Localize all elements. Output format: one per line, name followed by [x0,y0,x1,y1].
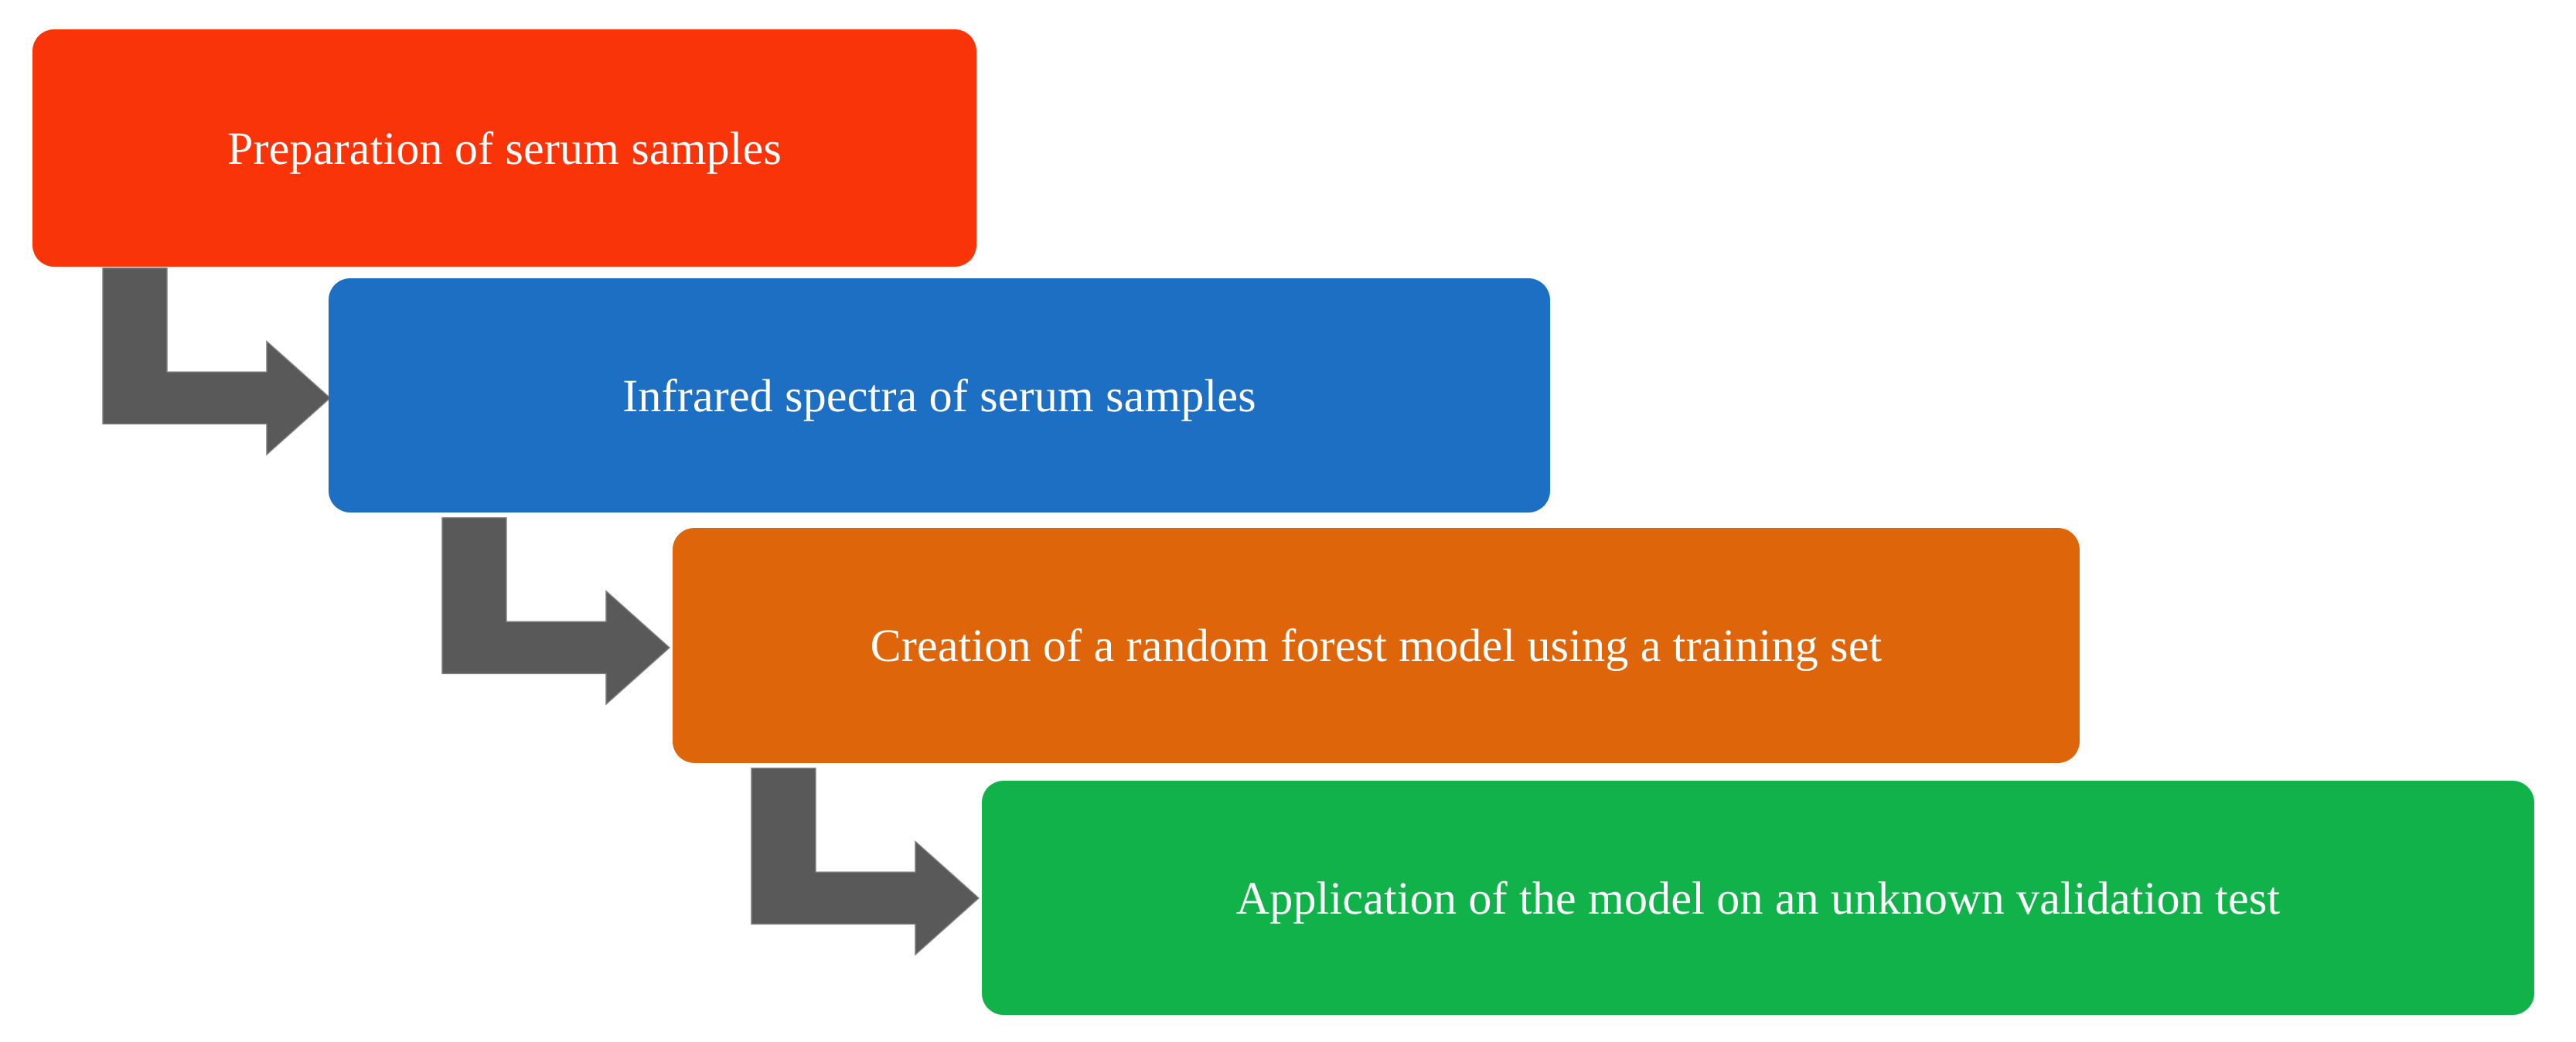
step-label-random-forest-model: Creation of a random forest model using … [870,620,1883,671]
step-label-infrared-spectra: Infrared spectra of serum samples [622,369,1256,421]
step-box-preparation[interactable]: Preparation of serum samples [32,29,976,267]
step-box-random-forest-model[interactable]: Creation of a random forest model using … [673,528,2080,763]
connector-spectra-to-model [441,516,673,706]
step-box-infrared-spectra[interactable]: Infrared spectra of serum samples [329,278,1550,512]
bent-arrow-icon [751,768,980,956]
step-label-model-application: Application of the model on an unknown v… [1235,872,2281,924]
bent-arrow-icon [441,517,671,706]
step-label-preparation: Preparation of serum samples [227,122,782,174]
connector-prep-to-spectra [101,267,333,456]
step-box-model-application[interactable]: Application of the model on an unknown v… [982,781,2534,1015]
bent-arrow-icon [102,267,332,456]
connector-model-to-apply [750,767,982,956]
